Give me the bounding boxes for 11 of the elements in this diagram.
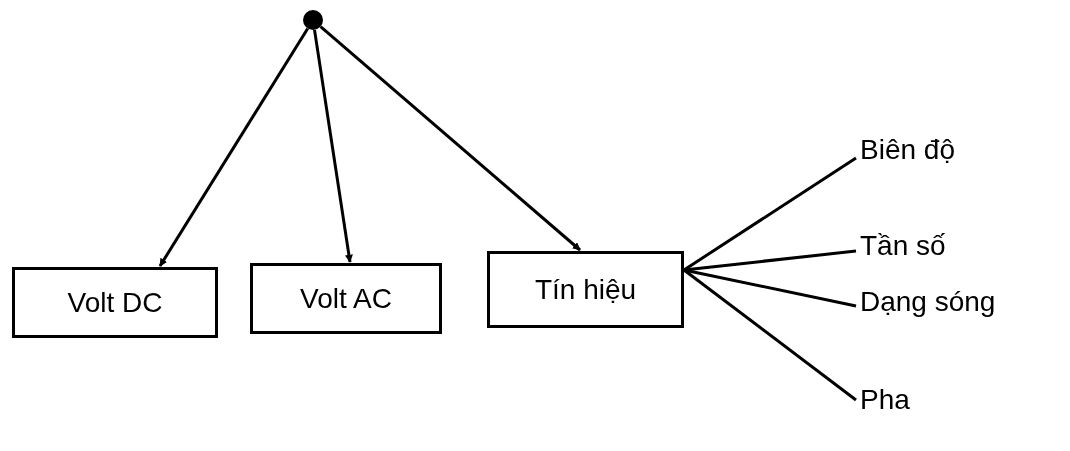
connector-line	[683, 268, 857, 402]
arrow	[313, 29, 353, 263]
process-box: Tín hiệu	[487, 251, 684, 328]
node-label: Pha	[856, 378, 1006, 422]
node-label: Dạng sóng	[856, 280, 1056, 324]
node-label: Tần số	[856, 224, 1006, 268]
process-box: Volt DC	[12, 267, 218, 338]
process-box: Volt AC	[250, 263, 442, 334]
arrow	[158, 27, 309, 267]
node-label: Biên độ	[856, 128, 1006, 172]
arrow	[319, 25, 581, 252]
